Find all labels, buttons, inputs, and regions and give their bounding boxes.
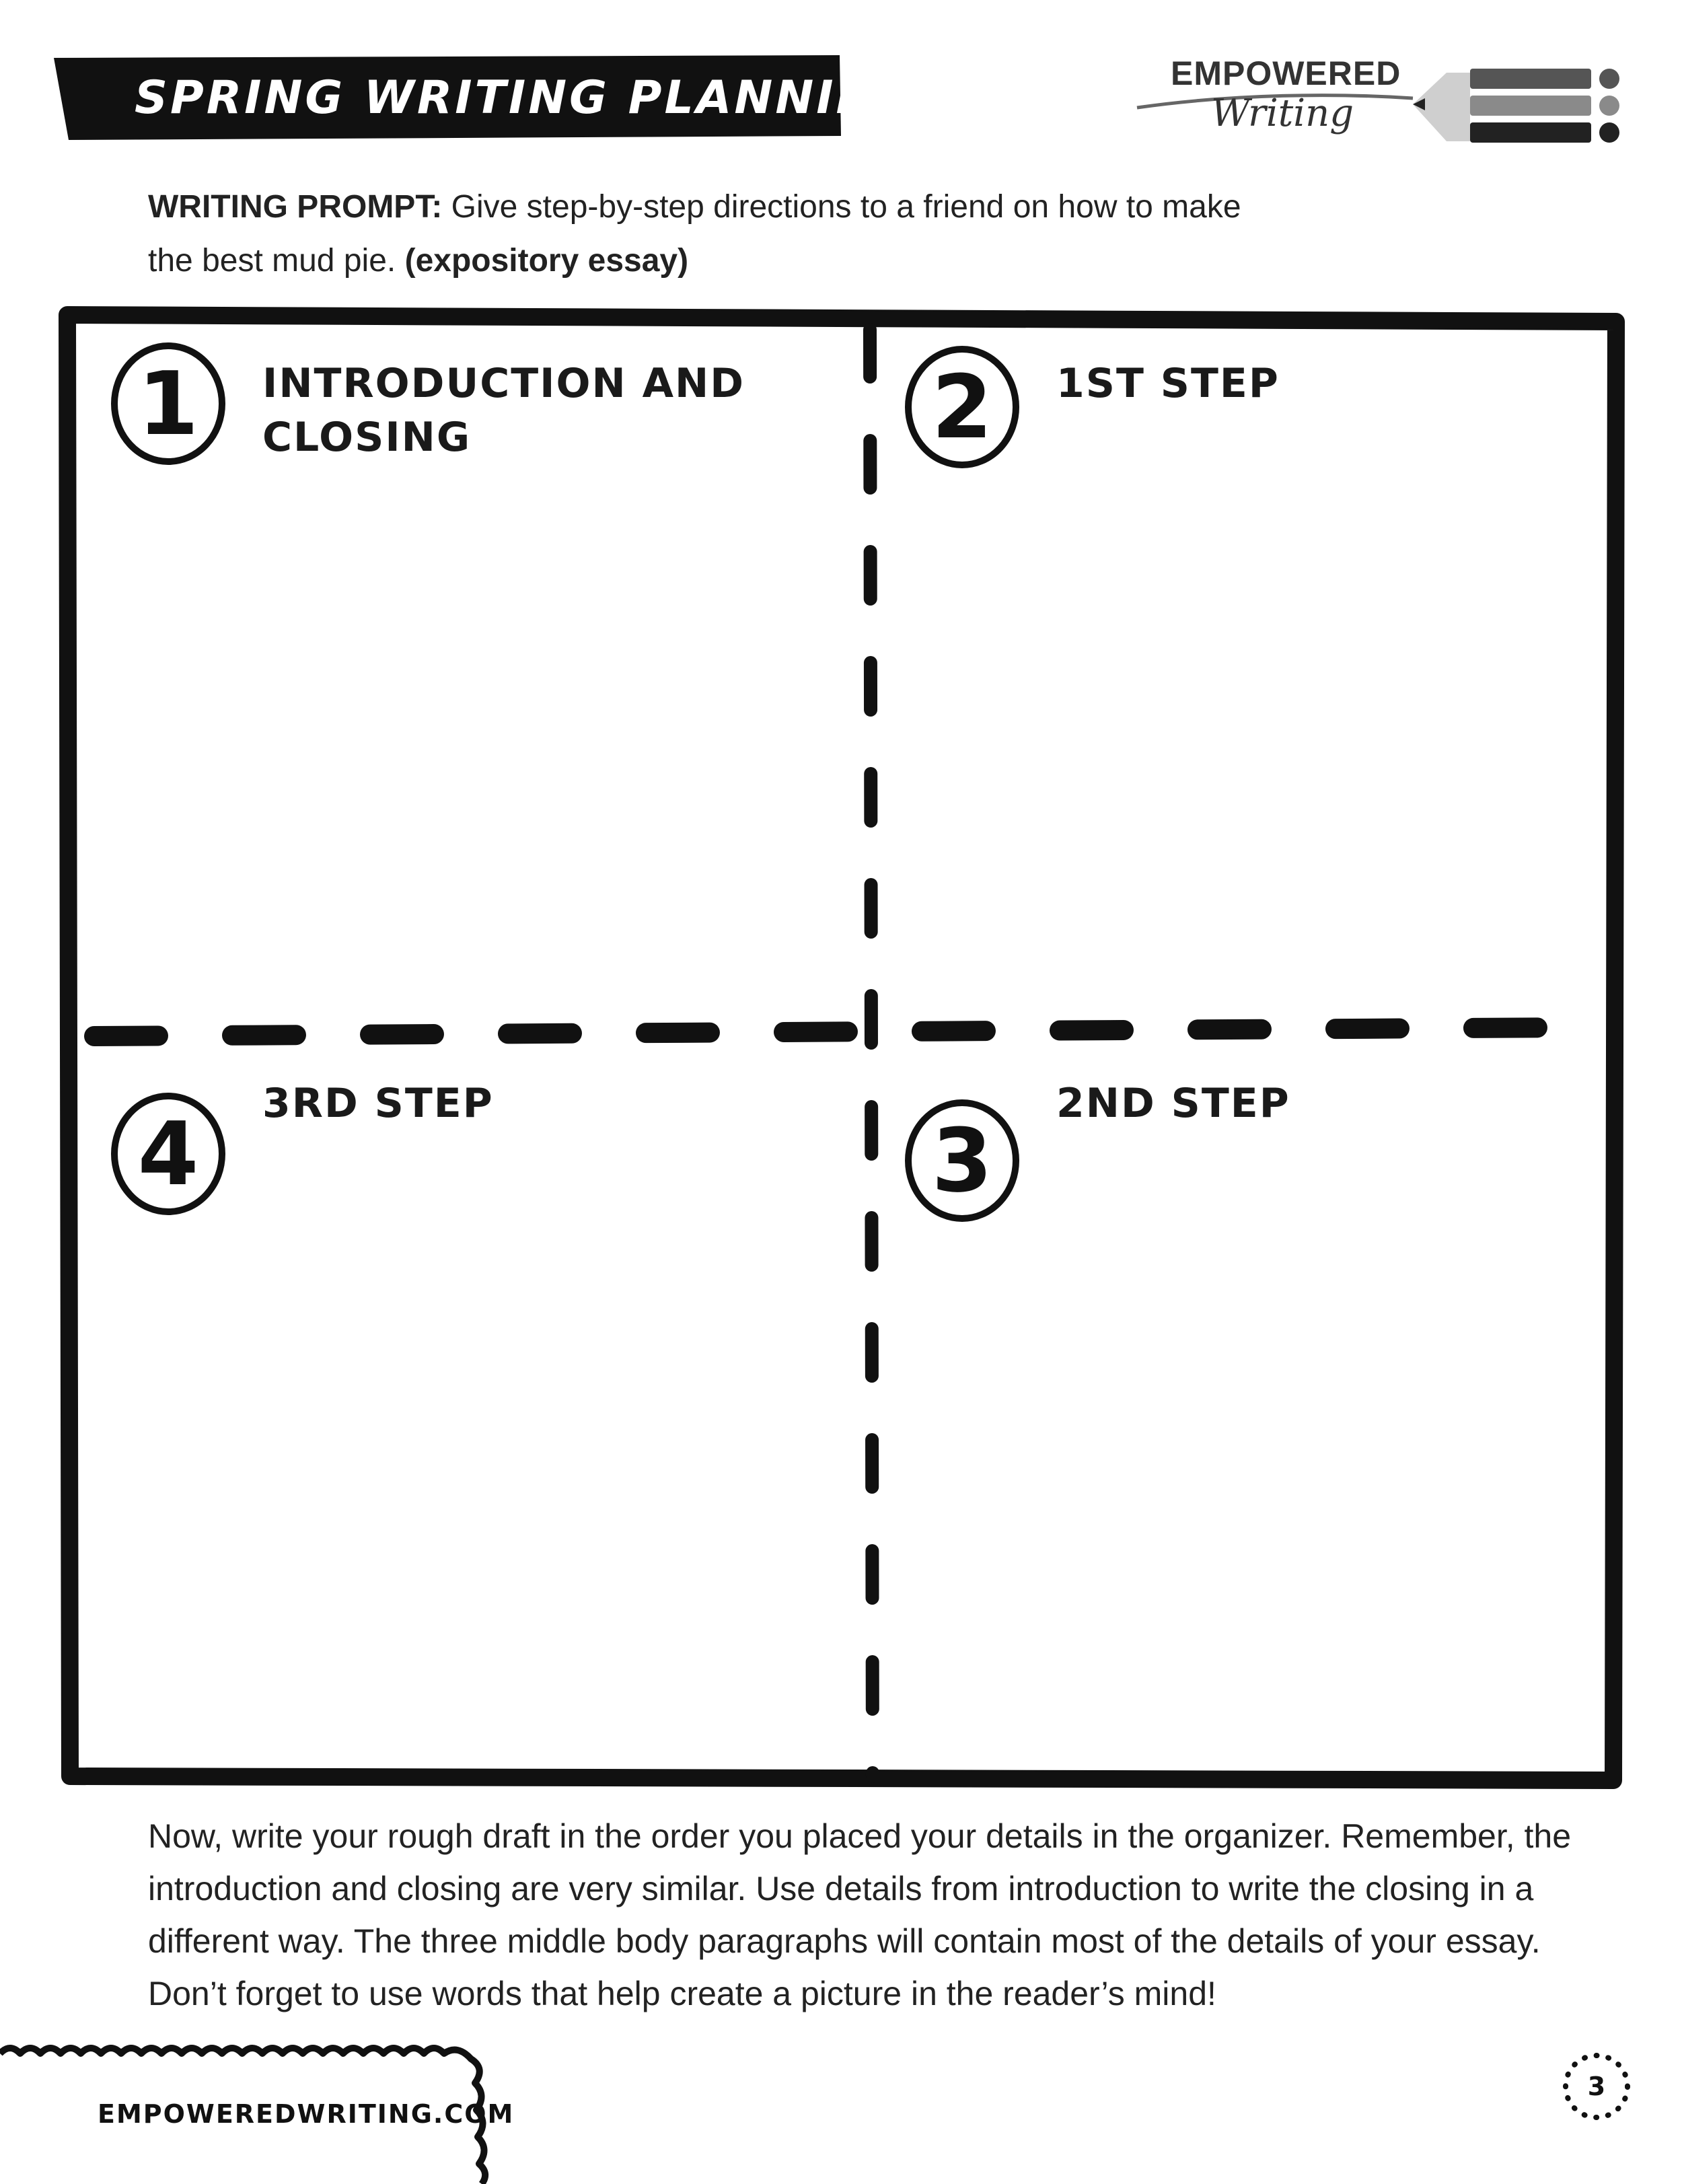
writing-area-step-1[interactable] — [895, 484, 1635, 1090]
section-number: 2 — [931, 356, 993, 458]
section-number-badge: 3 — [898, 1097, 1026, 1225]
section-number-badge: 2 — [898, 343, 1026, 471]
section-title-introduction: INTRODUCTION AND CLOSING — [262, 357, 745, 464]
footer-wavy-border — [0, 2045, 489, 2184]
section-title-line: 1ST STEP — [1056, 360, 1280, 407]
section-title-step-1: 1ST STEP — [1056, 357, 1280, 410]
page-title: SPRING WRITING PLANNING — [135, 71, 918, 124]
writing-prompt: WRITING PROMPT: Give step-by-step direct… — [148, 180, 1292, 288]
writing-area-introduction[interactable] — [87, 484, 828, 1090]
banner-shape — [54, 55, 841, 140]
writing-area-step-3[interactable] — [87, 1225, 828, 1830]
brand-logo: EMPOWERED Writing — [1130, 54, 1628, 155]
section-number-badge: 1 — [104, 340, 232, 468]
writing-area-step-2[interactable] — [895, 1225, 1635, 1830]
section-title-line: 2ND STEP — [1056, 1080, 1290, 1127]
section-title-line: INTRODUCTION AND — [262, 360, 745, 407]
section-title-step-3: 3RD STEP — [262, 1077, 494, 1130]
section-number-badge: 4 — [104, 1090, 232, 1218]
logo-wordmark-top: EMPOWERED — [1171, 54, 1401, 92]
circle-icon — [905, 346, 1019, 468]
page-number-value: 3 — [1587, 2072, 1606, 2101]
title-banner: SPRING WRITING PLANNING — [54, 55, 914, 140]
circle-icon — [905, 1099, 1019, 1222]
prompt-text: Give step-by-step directions to a friend… — [148, 189, 1241, 279]
prompt-label: WRITING PROMPT: — [148, 189, 443, 225]
section-number: 1 — [137, 353, 199, 455]
circle-icon — [111, 342, 225, 465]
prompt-essay-type: (expository essay) — [404, 243, 689, 279]
pencil-icon — [1136, 69, 1619, 143]
website-link[interactable]: EMPOWEREDWRITING.COM — [98, 2099, 515, 2129]
section-number: 3 — [931, 1109, 993, 1212]
section-title-step-2: 2ND STEP — [1056, 1077, 1290, 1130]
draft-instructions: Now, write your rough draft in the order… — [148, 1817, 1572, 2012]
section-title-line: 3RD STEP — [262, 1080, 494, 1127]
page-number: 3 — [1560, 2049, 1634, 2123]
circle-icon — [111, 1093, 225, 1215]
dotted-circle-icon — [1563, 2053, 1630, 2120]
section-title-line: CLOSING — [262, 414, 472, 461]
section-number: 4 — [137, 1103, 199, 1205]
logo-wordmark-bottom: Writing — [1211, 92, 1354, 135]
footer: EMPOWEREDWRITING.COM — [0, 2039, 515, 2184]
